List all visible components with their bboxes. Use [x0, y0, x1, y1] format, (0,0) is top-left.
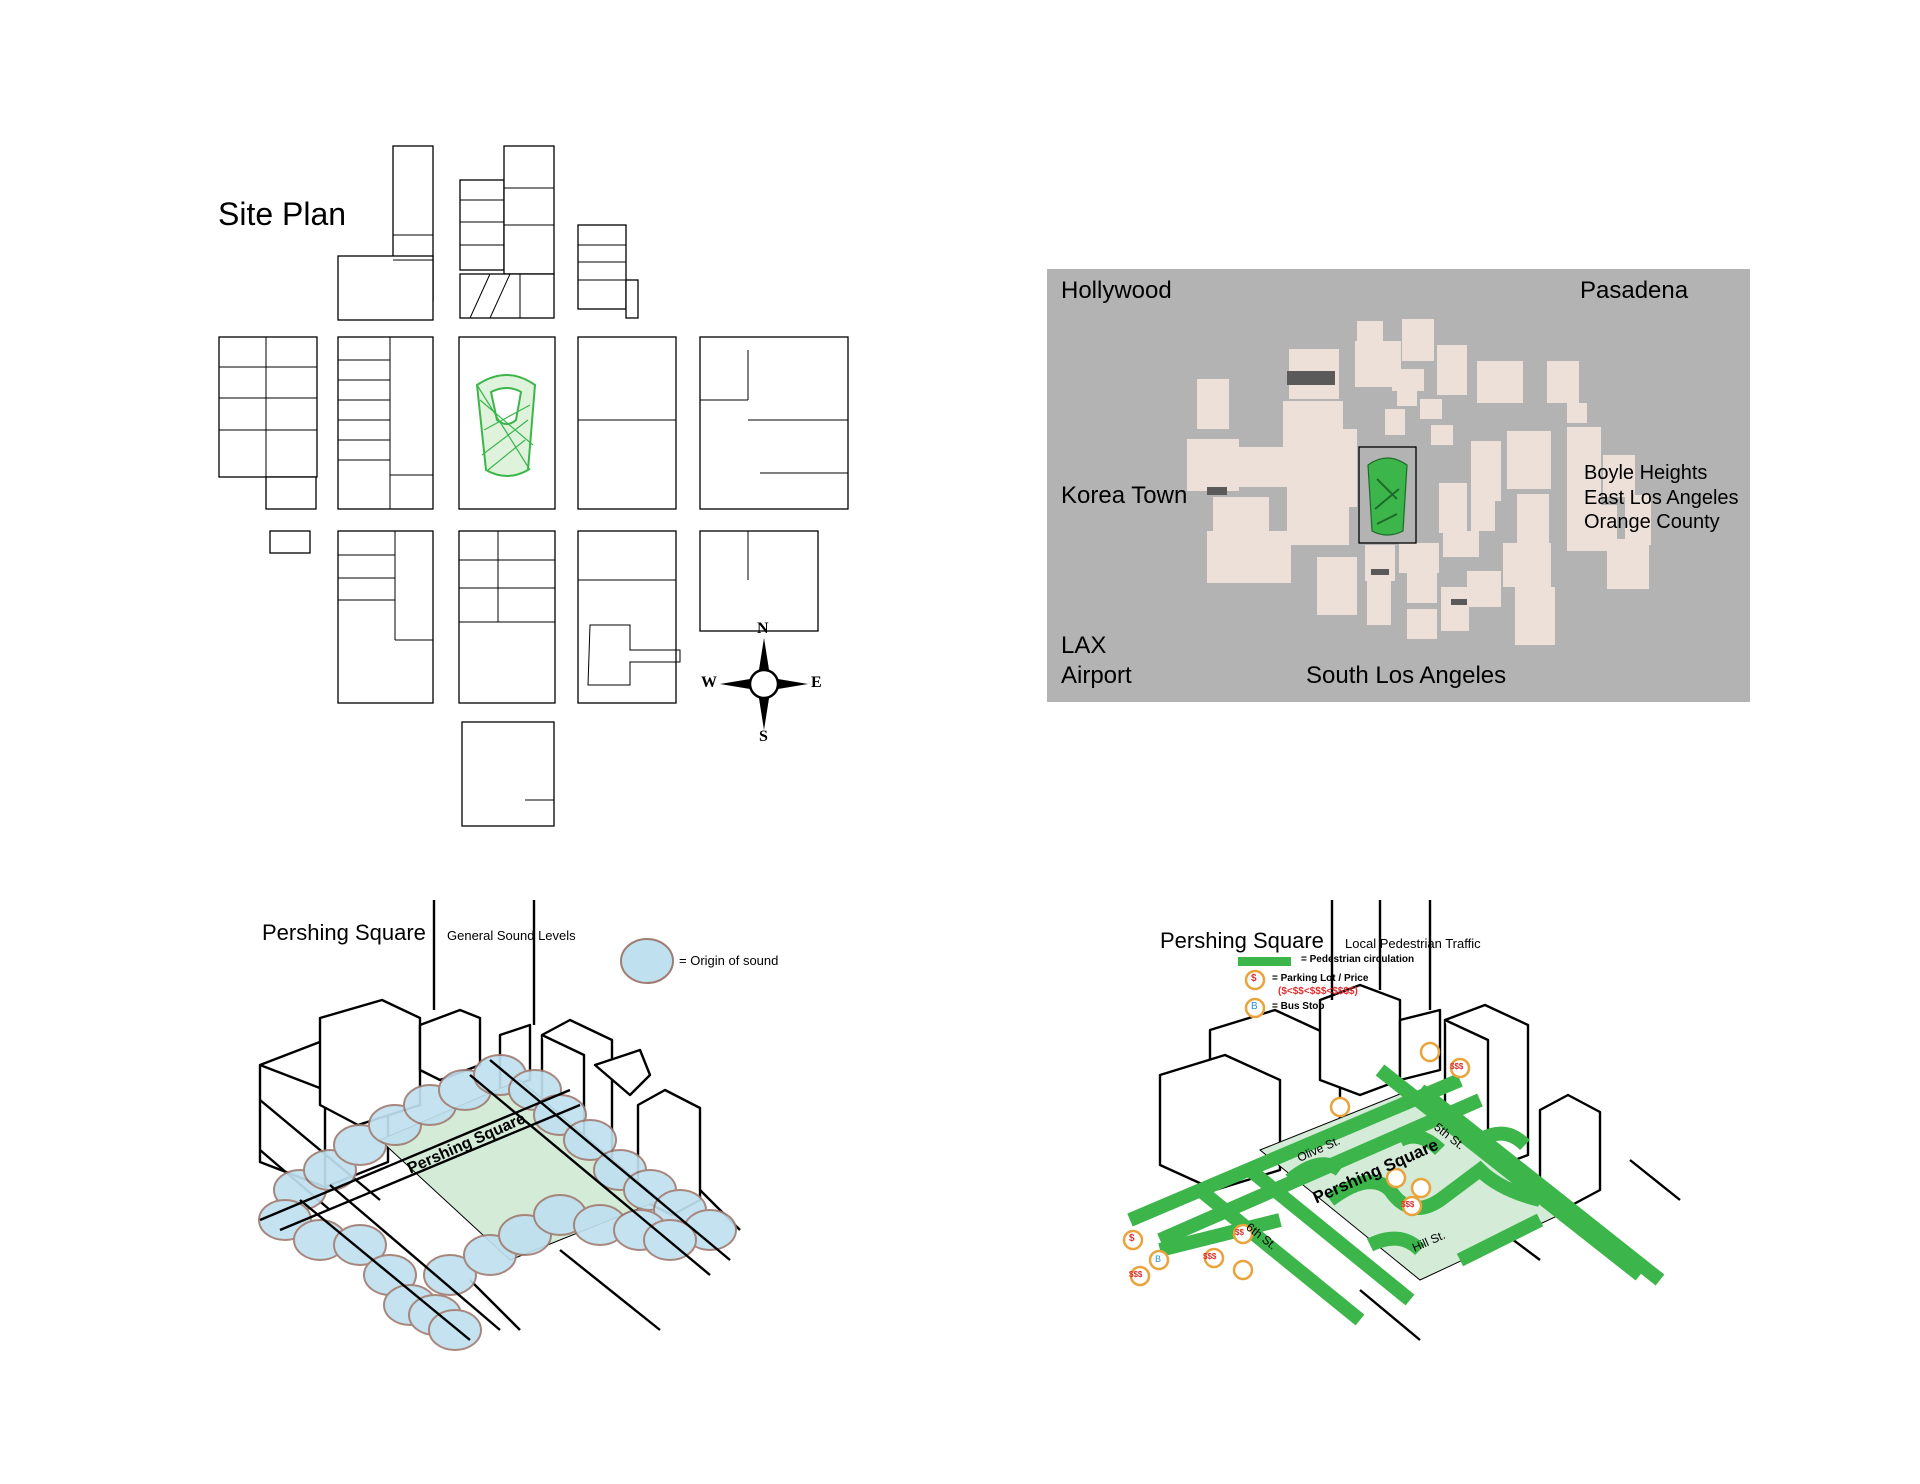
traffic-diagram-drawing — [1122, 900, 1681, 1341]
compass-rose — [720, 638, 808, 730]
sound-diagram-panel: Pershing Square General Sound Levels = O… — [0, 900, 900, 1351]
label-hollywood: Hollywood — [1061, 277, 1172, 304]
label-korea-town: Korea Town — [1061, 482, 1188, 509]
label-pasadena: Pasadena — [1580, 277, 1689, 304]
compass-north-label: N — [757, 620, 769, 637]
compass-south-label: S — [759, 728, 768, 745]
legend-parking-symbol: $ — [1251, 973, 1257, 984]
site-plan-drawing — [218, 145, 849, 827]
parking-marker: $$$ — [1401, 1200, 1415, 1209]
parking-marker: $$$ — [1450, 1062, 1464, 1071]
site-plan-title: Site Plan — [218, 196, 347, 232]
label-airport: Airport — [1061, 662, 1132, 689]
sound-legend-label: = Origin of sound — [679, 953, 779, 968]
label-south-la: South Los Angeles — [1306, 662, 1507, 689]
legend-parking-scale: ($<$$<$$$<$$$$) — [1278, 986, 1358, 997]
bus-stop-marker: B — [1155, 1254, 1162, 1264]
legend-pedestrian-label: = Pedestrian circulation — [1301, 954, 1415, 965]
context-map-buildings — [1187, 319, 1651, 645]
sound-legend-swatch — [620, 938, 674, 984]
legend-parking-label: = Parking Lot / Price — [1272, 973, 1369, 984]
sound-diagram-drawing — [258, 900, 741, 1351]
parking-marker: $$$ — [1203, 1252, 1217, 1261]
parking-marker: $$$ — [1129, 1270, 1143, 1279]
traffic-diagram-title: Pershing Square — [1160, 928, 1324, 953]
sound-diagram-title: Pershing Square — [262, 920, 426, 945]
legend-parking-icon — [1244, 969, 1266, 991]
legend-bus-icon — [1244, 997, 1266, 1019]
compass-west-label: W — [701, 674, 717, 691]
context-map-panel: Hollywood Pasadena Korea Town Boyle Heig… — [1047, 269, 1750, 702]
label-lax: LAX — [1061, 632, 1107, 659]
legend-bus-label: = Bus Stop — [1272, 1001, 1325, 1012]
sound-diagram-subtitle: General Sound Levels — [447, 928, 576, 943]
legend-bus-symbol: B — [1251, 1001, 1258, 1012]
compass-east-label: E — [811, 674, 822, 691]
legend-pedestrian-swatch — [1238, 957, 1291, 966]
label-orange-county: Orange County — [1584, 511, 1720, 533]
traffic-diagram-subtitle: Local Pedestrian Traffic — [1345, 936, 1481, 951]
parking-marker: $ — [1129, 1233, 1135, 1244]
traffic-diagram-panel: Pershing Square Local Pedestrian Traffic… — [900, 900, 1900, 1341]
label-boyle-heights: Boyle Heights — [1584, 462, 1708, 484]
label-east-la: East Los Angeles — [1584, 487, 1739, 509]
site-plan-panel: Site Plan N S W E — [0, 0, 900, 860]
parking-marker: $$ — [1235, 1228, 1244, 1237]
